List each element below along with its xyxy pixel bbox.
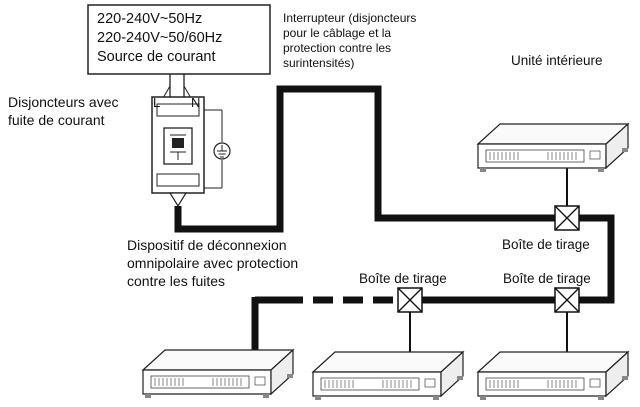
terminal-N-label: N bbox=[191, 95, 201, 110]
pull-box-3 bbox=[397, 287, 423, 313]
disconnect-label: Dispositif de déconnexion omnipolaire av… bbox=[127, 236, 298, 290]
switch-note: Interrupteur (disjoncteurs pour le câbla… bbox=[283, 11, 416, 71]
indoor-unit-label: Unité intérieure bbox=[511, 53, 603, 68]
leakage-breaker bbox=[151, 96, 223, 194]
indoor-unit-bottom-right bbox=[477, 351, 629, 401]
main-cable bbox=[174, 85, 615, 304]
switch-note-line1: Interrupteur (disjoncteurs bbox=[283, 11, 417, 25]
breaker-label-line1: Disjoncteurs avec bbox=[8, 94, 119, 110]
ground-symbol bbox=[213, 142, 231, 160]
terminal-L-label: L bbox=[153, 95, 161, 110]
pull-box-label-2: Boîte de tirage bbox=[503, 271, 591, 286]
breaker-label: Disjoncteurs avec fuite de courant bbox=[8, 93, 119, 129]
pull-box-2 bbox=[554, 287, 580, 313]
switch-note-line2: pour le câblage et la bbox=[283, 26, 392, 40]
source-voltage-2: 220-240V~50/60Hz bbox=[97, 30, 223, 46]
switch-note-line3: protection contre les bbox=[283, 41, 392, 55]
power-source-box bbox=[87, 4, 271, 75]
source-voltage-1: 220-240V~50Hz bbox=[97, 11, 203, 27]
breaker-label-line2: fuite de courant bbox=[8, 112, 105, 128]
disconnect-label-line1: Dispositif de déconnexion bbox=[127, 237, 287, 253]
disconnect-label-line3: contre les fuites bbox=[127, 273, 226, 289]
indoor-unit-bottom-mid bbox=[312, 351, 464, 401]
indoor-unit-bottom-left bbox=[142, 349, 294, 399]
disconnect-label-line2: omnipolaire avec protection bbox=[127, 255, 299, 271]
source-title: Source de courant bbox=[97, 49, 216, 65]
breaker-output-terminal bbox=[168, 192, 188, 208]
pull-box-label-3: Boîte de tirage bbox=[359, 271, 447, 286]
pull-box-1 bbox=[554, 205, 580, 231]
switch-note-line4: surintensités) bbox=[283, 56, 355, 70]
power-source-label: 220-240V~50Hz 220-240V~50/60Hz Source de… bbox=[97, 10, 222, 67]
indoor-unit-top bbox=[477, 123, 629, 173]
pull-box-label-1: Boîte de tirage bbox=[502, 237, 590, 252]
